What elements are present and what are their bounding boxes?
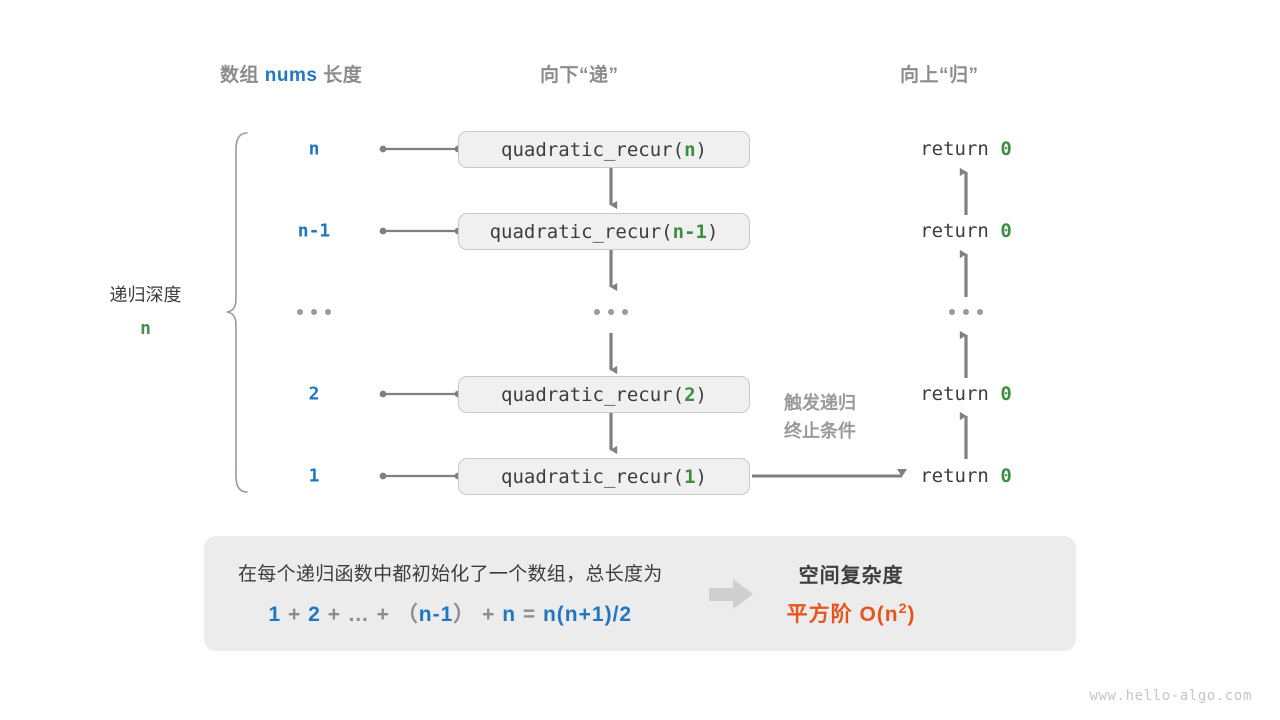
return-value: 0 (1000, 220, 1012, 242)
summary-description: 在每个递归函数中都初始化了一个数组，总长度为 (238, 564, 663, 585)
depth-number-row-4: 2 (308, 383, 320, 405)
depth-number-ellipsis (297, 309, 331, 315)
complexity-close-paren: ) (907, 603, 916, 626)
formula-op-3: + (376, 603, 390, 626)
return-value: 0 (1000, 465, 1012, 487)
function-call-box-row-1[interactable]: quadratic_recur(n) (458, 131, 750, 168)
fn-suffix: ) (695, 383, 707, 406)
recursion-depth-text: 递归深度 (109, 285, 182, 305)
function-call-box-row-2[interactable]: quadratic_recur(n-1) (458, 213, 750, 250)
function-call-box-row-4[interactable]: quadratic_recur(2) (458, 376, 750, 413)
site-watermark: www.hello-algo.com (1089, 688, 1252, 704)
depth-number-row-2: n-1 (297, 220, 331, 242)
row-connector-2 (379, 227, 462, 235)
formula-lparen: （ (396, 603, 419, 626)
formula-term-3: … (347, 603, 370, 626)
header-return-up: 向上“归” (900, 65, 979, 86)
complexity-order-name: 平方阶 (786, 603, 853, 626)
header-array-prefix: 数组 (220, 65, 260, 86)
formula-rparen: ） (453, 603, 476, 626)
fn-arg: 2 (684, 383, 696, 406)
depth-brace-icon (226, 132, 248, 493)
right-arrow-icon (708, 578, 753, 609)
return-row-2: return 0 (920, 220, 1012, 242)
formula-op-1: + (288, 603, 302, 626)
fn-prefix: quadratic_recur( (501, 383, 685, 406)
formula-equals: = (522, 603, 537, 626)
return-keyword: return (920, 383, 989, 405)
return-row-4: return 0 (920, 383, 1012, 405)
header-array-suffix: 长度 (323, 65, 363, 86)
fn-prefix: quadratic_recur( (489, 220, 673, 243)
return-value: 0 (1000, 138, 1012, 160)
fn-prefix: quadratic_recur( (501, 138, 685, 161)
fn-arg: n (684, 138, 696, 161)
return-row-1: return 0 (920, 138, 1012, 160)
summary-panel: 在每个递归函数中都初始化了一个数组，总长度为 1 + 2 + … + （n-1）… (204, 536, 1076, 651)
complexity-block: 空间复杂度 平方阶 O(n2) (787, 559, 916, 628)
complexity-title: 空间复杂度 (798, 565, 904, 587)
formula-term-2: 2 (308, 603, 321, 626)
recursion-depth-label: 递归深度 n (88, 282, 203, 342)
fn-arg: 1 (684, 465, 696, 488)
formula-term-1: 1 (268, 603, 282, 626)
summary-formula: 1 + 2 + … + （n-1） + n = n(n+1)/2 (238, 598, 663, 628)
header-array-length: 数组 nums 长度 (220, 60, 362, 87)
recursion-depth-value: n (140, 318, 151, 339)
fn-suffix: ) (695, 138, 707, 161)
header-recurse-down: 向下“递” (540, 65, 619, 86)
formula-op-4: + (482, 603, 496, 626)
formula-op-2: + (327, 603, 341, 626)
formula-term-5: n (502, 603, 517, 626)
return-value: 0 (1000, 383, 1012, 405)
header-array-code: nums (264, 65, 318, 86)
row-connector-4 (379, 390, 462, 398)
complexity-bigo: O(n (859, 603, 899, 626)
row-connector-1 (379, 145, 462, 153)
return-keyword: return (920, 138, 989, 160)
fn-suffix: ) (706, 220, 719, 243)
formula-term-4: n-1 (418, 603, 454, 626)
row-connector-5 (379, 472, 462, 480)
termination-note-line1: 触发递归 (784, 393, 856, 414)
complexity-exponent: 2 (898, 601, 908, 617)
termination-condition-note: 触发递归 终止条件 (784, 390, 856, 446)
fn-prefix: quadratic_recur( (501, 465, 685, 488)
return-ellipsis (949, 309, 983, 315)
depth-number-row-5: 1 (308, 465, 320, 487)
return-keyword: return (920, 465, 989, 487)
termination-note-line2: 终止条件 (784, 421, 856, 441)
return-row-5: return 0 (920, 465, 1012, 487)
complexity-value: 平方阶 O(n2) (787, 598, 916, 628)
formula-result: n(n+1)/2 (542, 603, 633, 626)
fn-suffix: ) (695, 465, 707, 488)
function-call-box-row-5[interactable]: quadratic_recur(1) (458, 458, 750, 495)
return-keyword: return (920, 220, 989, 242)
fn-arg: n-1 (672, 220, 707, 243)
depth-number-row-1: n (308, 138, 320, 160)
function-call-ellipsis (594, 309, 628, 315)
summary-description-block: 在每个递归函数中都初始化了一个数组，总长度为 1 + 2 + … + （n-1）… (204, 559, 663, 628)
